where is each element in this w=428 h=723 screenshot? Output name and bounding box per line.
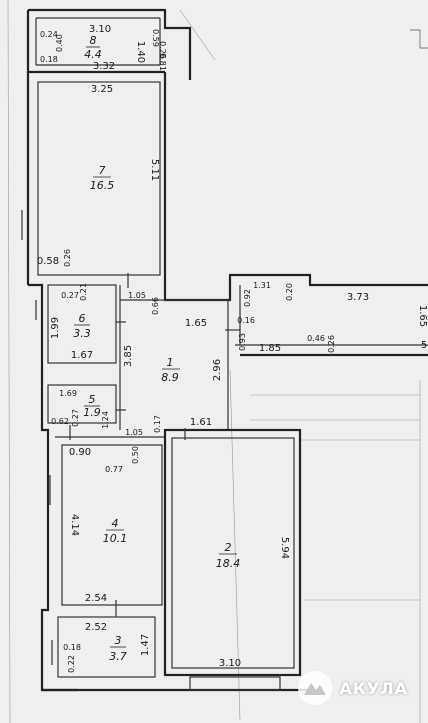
dim-label: 0.50	[131, 446, 140, 464]
dim-label: 3.85	[123, 345, 134, 367]
dim-label: 0.90	[69, 447, 91, 458]
dim-label: 1.69	[59, 389, 77, 398]
dim-label: 2.96	[212, 359, 223, 381]
dim-label: 1.99	[50, 317, 61, 339]
room-3-label: 3 3.7	[109, 634, 127, 663]
room-2-number: 2	[225, 541, 232, 554]
room-4-label: 4 10.1	[103, 517, 128, 545]
dim-label: 5.11	[149, 159, 160, 181]
room-1-area: 8.9	[161, 371, 179, 384]
dim-label: 0.22	[67, 655, 76, 673]
dimension-labels: 3.10 0.24 0.40 0.18 1.40 0.59 0.26 0.81 …	[37, 24, 428, 673]
dim-label: 4.14	[69, 514, 80, 536]
dim-label: 0.46	[307, 334, 325, 343]
dim-label: 1.24	[101, 411, 110, 429]
room-8-label: 8 4.4	[84, 34, 102, 61]
room-4-number: 4	[112, 517, 119, 530]
room-4-area: 10.1	[103, 532, 128, 545]
room-8-area: 4.4	[84, 48, 102, 61]
dim-label: 0.62	[51, 417, 69, 426]
dim-label: 0.17	[153, 415, 162, 433]
dim-label: 2.54	[85, 593, 107, 604]
room-2-area: 18.4	[216, 557, 241, 570]
dim-label: 0.58	[37, 256, 59, 267]
dim-label: 0.27	[61, 291, 79, 300]
dim-label: 0.20	[285, 283, 294, 301]
dim-label: 3.32	[93, 61, 115, 72]
dim-label: 1.67	[71, 350, 93, 361]
dim-label: 5.94	[279, 537, 290, 559]
dim-label: 1.40	[135, 41, 146, 63]
shark-logo-icon	[297, 671, 332, 705]
dim-label: 3.10	[219, 658, 241, 669]
room-3-area: 3.7	[109, 650, 127, 663]
room-7-area: 16.5	[90, 179, 115, 192]
dim-label: 3.10	[89, 24, 111, 35]
room-6-label: 6 3.3	[73, 312, 91, 340]
room-6-area: 3.3	[73, 327, 91, 340]
dim-label: 0.26	[63, 249, 72, 267]
room-3-number: 3	[115, 634, 122, 647]
dim-label: 0.92	[243, 289, 252, 307]
dim-label: 0.66	[151, 297, 160, 315]
room-1-label: 1 8.9	[161, 356, 180, 384]
dim-label: 0.81	[158, 53, 167, 71]
walls	[21, 8, 428, 692]
dim-label: 0.18	[63, 643, 81, 652]
room-7-number: 7	[99, 164, 106, 177]
dim-label: 0.18	[40, 55, 58, 64]
dim-label: 0.59	[151, 29, 160, 47]
room-6-number: 6	[79, 312, 86, 325]
dim-label: 1.61	[190, 417, 212, 428]
dim-label: 0.16	[237, 316, 255, 325]
watermark-brand: АКУЛА	[339, 678, 408, 698]
dim-label: 0.27	[71, 409, 80, 427]
dim-label: 1.65	[417, 305, 428, 327]
dim-label: 0.26	[158, 41, 167, 59]
dim-label: 1.47	[140, 634, 151, 656]
dim-label: 2.52	[85, 622, 107, 633]
dim-label: 5	[421, 340, 427, 351]
dim-label: 0.21	[79, 283, 88, 301]
dim-label: 1.05	[128, 291, 146, 300]
dim-label: 1.85	[259, 343, 281, 354]
dim-label: 0.93	[238, 333, 247, 351]
sketch-lines	[7, 0, 421, 723]
dim-label: 0.40	[55, 34, 64, 52]
dim-label: 3.25	[91, 84, 113, 95]
room-5-label: 5 1.9	[83, 393, 101, 419]
room-8-number: 8	[90, 34, 97, 47]
watermark: АКУЛА	[297, 671, 408, 705]
room-1-number: 1	[167, 356, 174, 369]
room-5-number: 5	[89, 393, 96, 406]
room-2-label: 2 18.4	[216, 541, 241, 570]
dim-label: 0.26	[327, 335, 336, 353]
dim-label: 1.05	[125, 428, 143, 437]
dim-label: 1.31	[253, 281, 271, 290]
dim-label: 0.24	[40, 30, 58, 39]
room-5-area: 1.9	[83, 406, 101, 419]
dim-label: 0.77	[105, 465, 123, 474]
room-7-label: 7 16.5	[90, 164, 115, 192]
dim-label: 3.73	[347, 292, 369, 303]
dim-label: 1.65	[185, 318, 207, 329]
